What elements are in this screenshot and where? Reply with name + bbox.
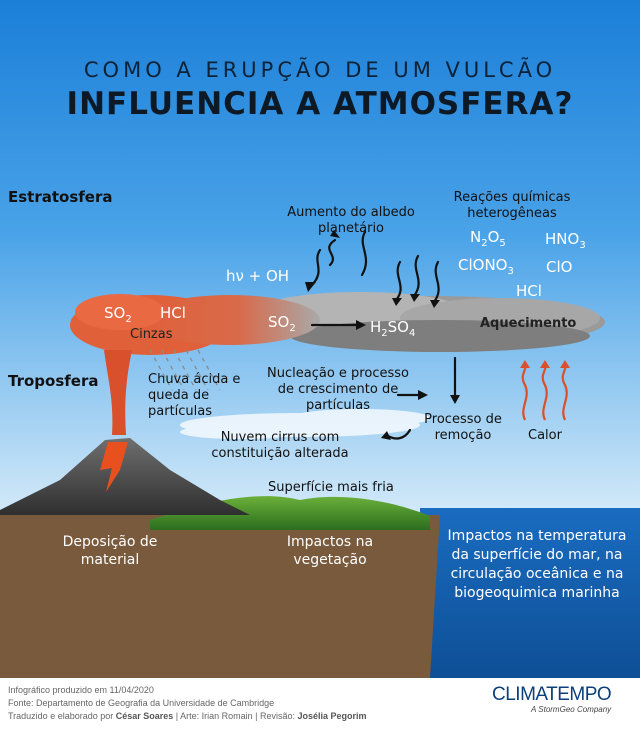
albedo-label: Aumento do albedo planetário — [287, 205, 415, 236]
deposition-label: Deposição de material — [62, 534, 158, 568]
vegetation-label: Impactos na vegetação — [286, 534, 374, 568]
aerosol-cloud — [250, 292, 605, 352]
heat-arrowheads — [520, 360, 570, 368]
troposphere-label: Troposfera — [8, 372, 99, 390]
ground — [0, 515, 440, 678]
volcano — [0, 438, 250, 515]
brand-tagline: A StormGeo Company — [531, 705, 612, 714]
cirrus-label: Nuvem cirrus com constituição alterada — [211, 430, 349, 461]
title-line2: INFLUENCIA A ATMOSFERA? — [66, 86, 574, 122]
title-line1: COMO A ERUPÇÃO DE UM VULCÃO — [83, 58, 557, 82]
acid-rain — [149, 349, 221, 391]
footer-band — [0, 678, 640, 730]
clo-label: ClO — [546, 258, 573, 276]
footer-authors: Traduzido e elaborado por César Soares |… — [8, 711, 367, 721]
heat-arrows — [521, 365, 568, 421]
acid-rain-label: Chuva ácida e queda de partículas — [148, 372, 241, 419]
aquecimento-label: Aquecimento — [480, 316, 577, 331]
cirrus-cloud — [180, 409, 430, 439]
cooler-surface-label: Superfície mais fria — [268, 480, 394, 495]
stratosphere-label: Estratosfera — [8, 188, 113, 206]
lava-flow — [100, 442, 128, 492]
so2-cloud-label: SO2 — [268, 313, 296, 334]
arrowheads — [305, 230, 460, 440]
h2so4-label: H2SO4 — [370, 318, 416, 339]
reactions-label: Reações químicas heterogêneas — [453, 190, 571, 221]
clono3-label: ClONO3 — [458, 256, 514, 277]
cinzas-label: Cinzas — [130, 327, 173, 342]
calor-label: Calor — [528, 428, 562, 443]
arrows — [310, 230, 457, 440]
footer-source: Fonte: Departamento de Geografia da Univ… — [8, 698, 275, 708]
hno3-label: HNO3 — [545, 230, 586, 251]
hcl-plume-label: HCl — [160, 304, 186, 322]
sea — [420, 508, 640, 678]
so2-plume-label: SO2 — [104, 304, 132, 325]
footer-date: Infográfico produzido em 11/04/2020 — [8, 685, 154, 695]
hcl-strat-label: HCl — [516, 282, 542, 300]
n2o5-label: N2O5 — [470, 228, 506, 249]
footer-credits: Infográfico produzido em 11/04/2020 Font… — [8, 684, 367, 723]
sea-impacts-label: Impactos na temperatura da superfície do… — [447, 528, 627, 601]
removal-label: Processo de remoção — [424, 412, 502, 443]
hv-oh-label: hν + OH — [226, 267, 290, 285]
brand-logo: CLIMATEMPO — [492, 684, 612, 705]
ash-plume — [70, 294, 320, 435]
nucleation-label: Nucleação e processo de crescimento de p… — [267, 366, 409, 413]
